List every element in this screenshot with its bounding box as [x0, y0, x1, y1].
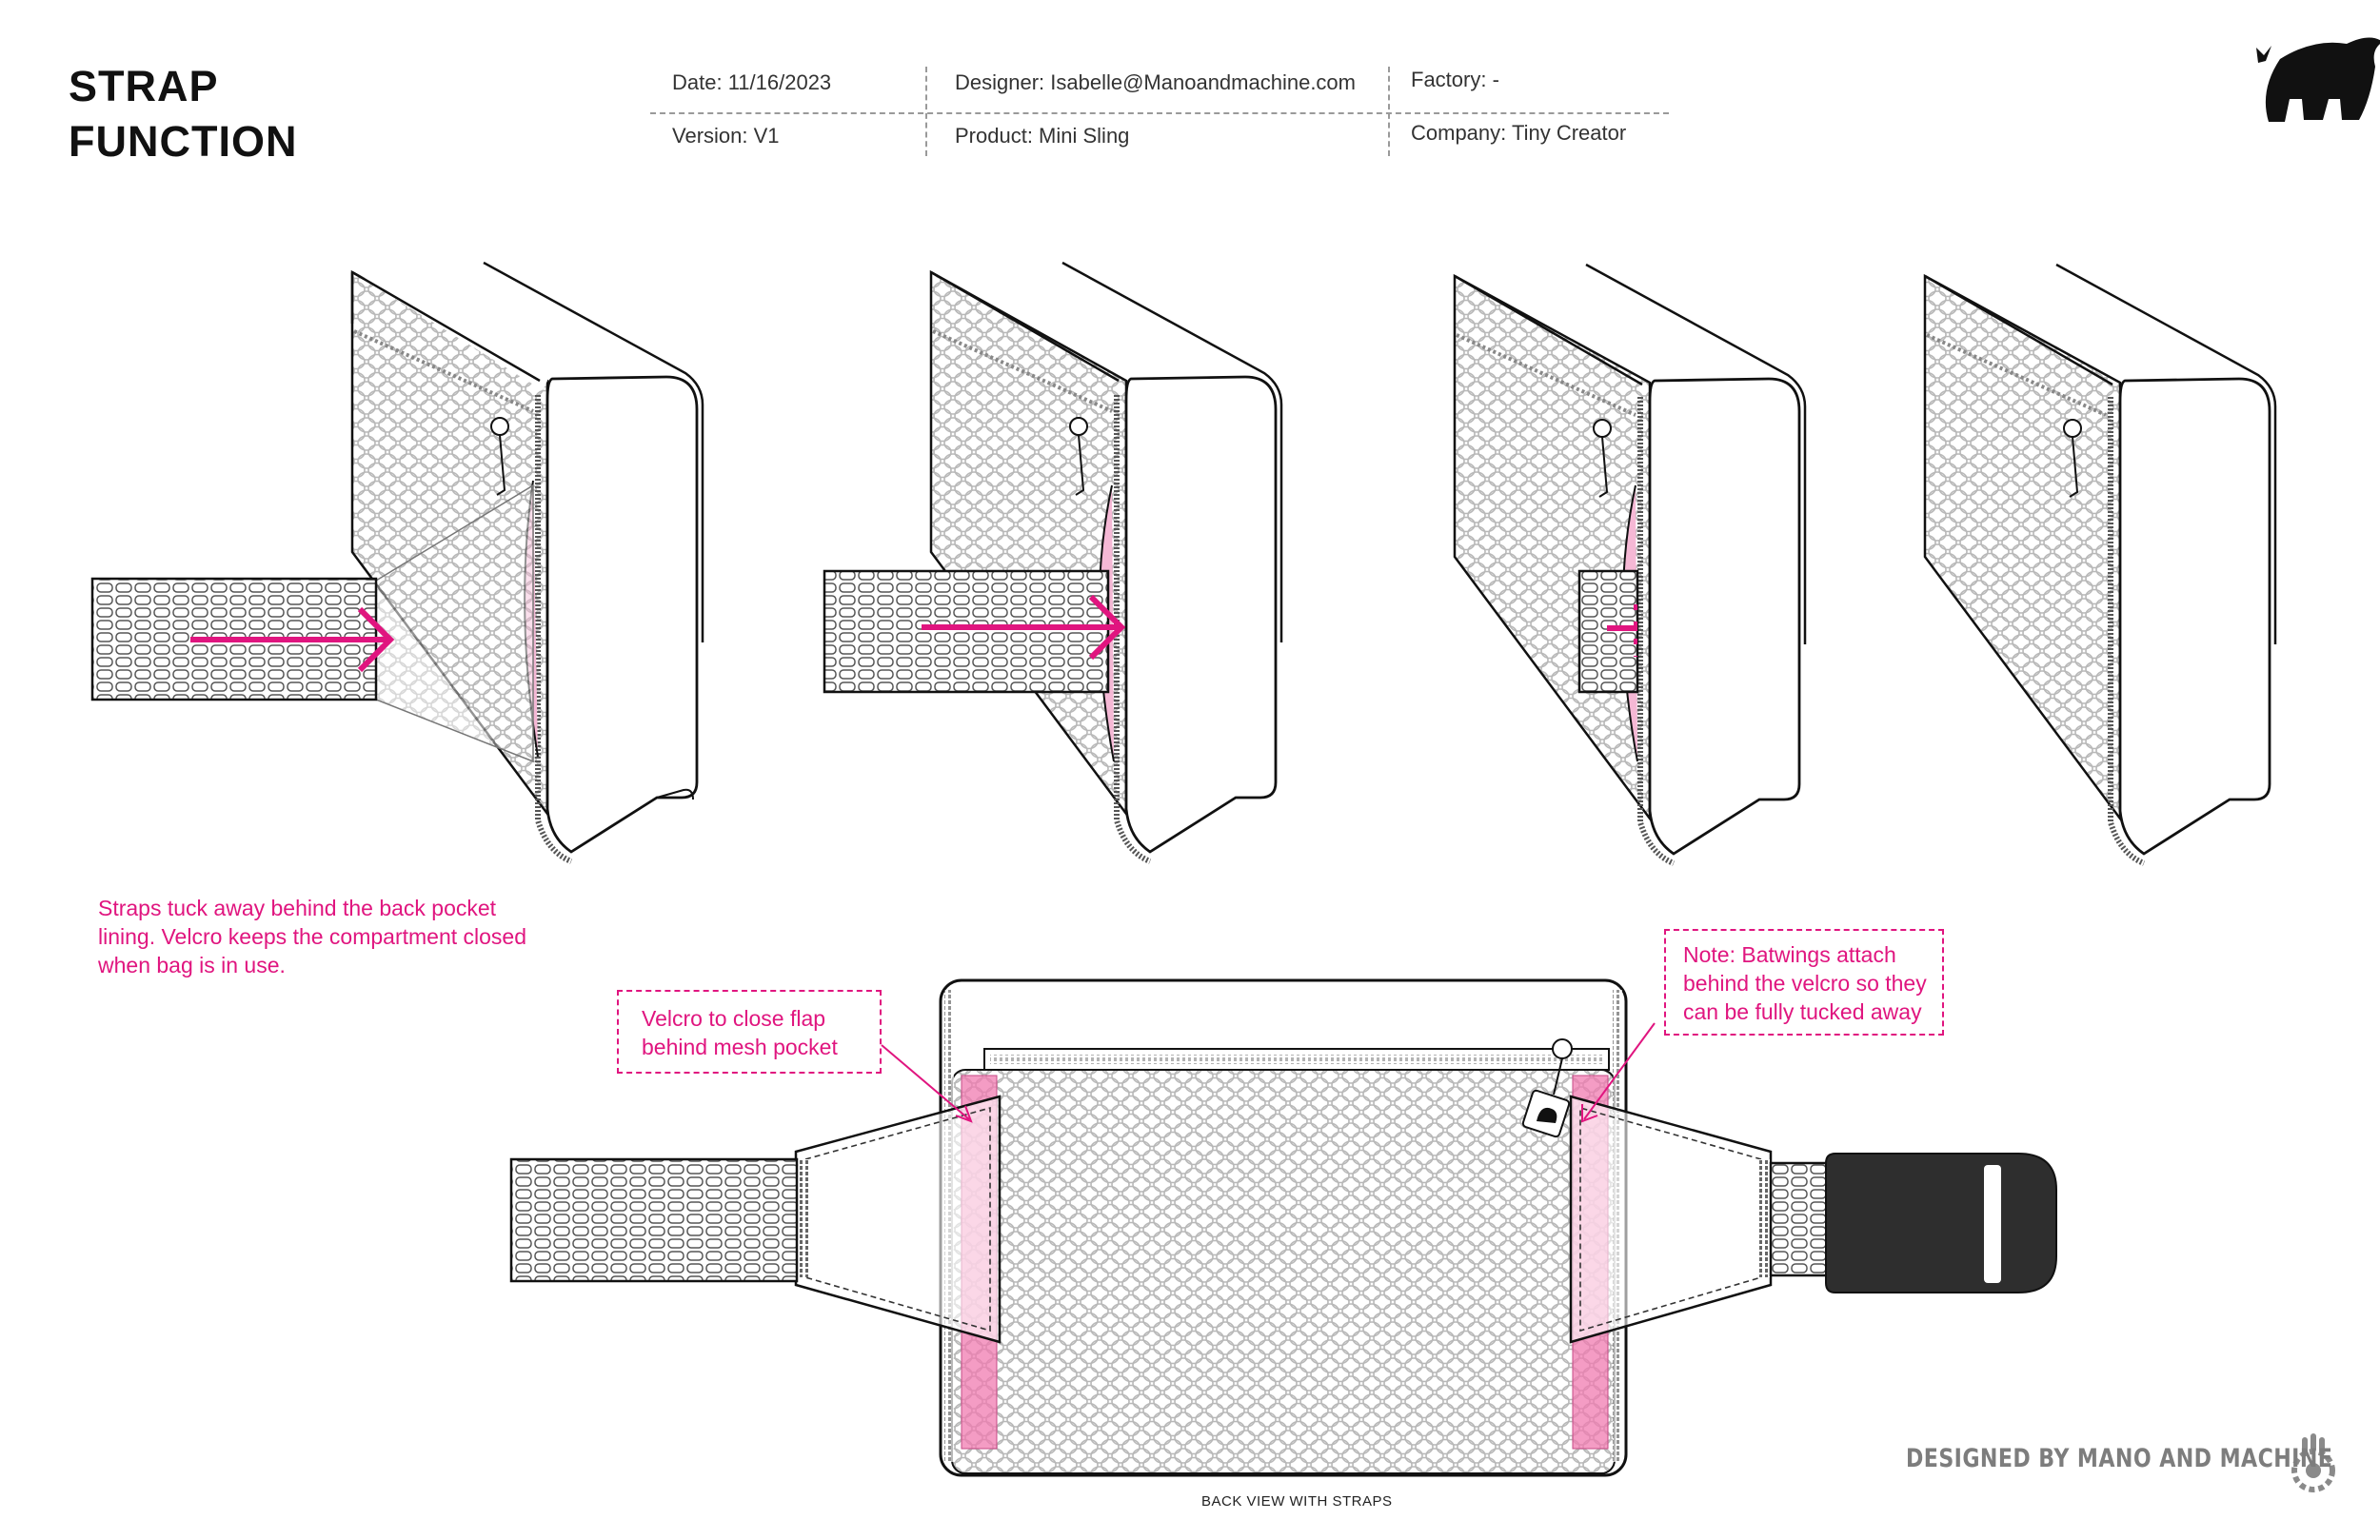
note-line: when bag is in use.: [98, 953, 286, 977]
meta-factory: Factory: -: [1411, 68, 1499, 91]
side-view-step-4: [1923, 263, 2277, 866]
title-line-2: FUNCTION: [69, 117, 298, 166]
designer-credit: DESIGNED BY MANO AND MACHINE: [1906, 1444, 2333, 1473]
callout-line: can be fully tucked away: [1683, 999, 1922, 1024]
meta-version: Version: V1: [672, 124, 780, 148]
meta-company: Company: Tiny Creator: [1411, 121, 1627, 145]
back-view-with-straps: [509, 978, 2057, 1477]
side-view-step-1: [90, 261, 704, 864]
meta-divider-1: [925, 67, 927, 156]
callout-line: behind the velcro so they: [1683, 971, 1927, 996]
meta-divider-2: [1388, 67, 1390, 156]
title-line-1: STRAP: [69, 62, 219, 110]
meta-product: Product: Mini Sling: [955, 124, 1130, 148]
meta-date: Date: 11/16/2023: [672, 70, 832, 94]
hand-gear-icon: [2291, 1433, 2335, 1492]
back-view-caption: BACK VIEW WITH STRAPS: [1201, 1493, 1393, 1510]
callout-line: Velcro to close flap: [642, 1006, 826, 1031]
velcro-callout: Velcro to close flap behind mesh pocket: [617, 990, 882, 1074]
batwing-callout: Note: Batwings attach behind the velcro …: [1664, 929, 1944, 1036]
callout-line: Note: Batwings attach: [1683, 942, 1896, 967]
note-line: Straps tuck away behind the back pocket: [98, 896, 497, 920]
callout-line: behind mesh pocket: [642, 1035, 838, 1059]
strap-tuck-note: Straps tuck away behind the back pocket …: [98, 894, 526, 979]
meta-designer: Designer: Isabelle@Manoandmachine.com: [955, 70, 1356, 94]
note-line: lining. Velcro keeps the compartment clo…: [98, 924, 527, 949]
elephant-logo-icon: [2256, 37, 2380, 122]
page-title: STRAP FUNCTION: [69, 59, 297, 169]
side-view-step-2: [823, 261, 1283, 864]
side-view-step-3: [1453, 263, 1807, 866]
meta-divider-horizontal: [650, 112, 1669, 114]
